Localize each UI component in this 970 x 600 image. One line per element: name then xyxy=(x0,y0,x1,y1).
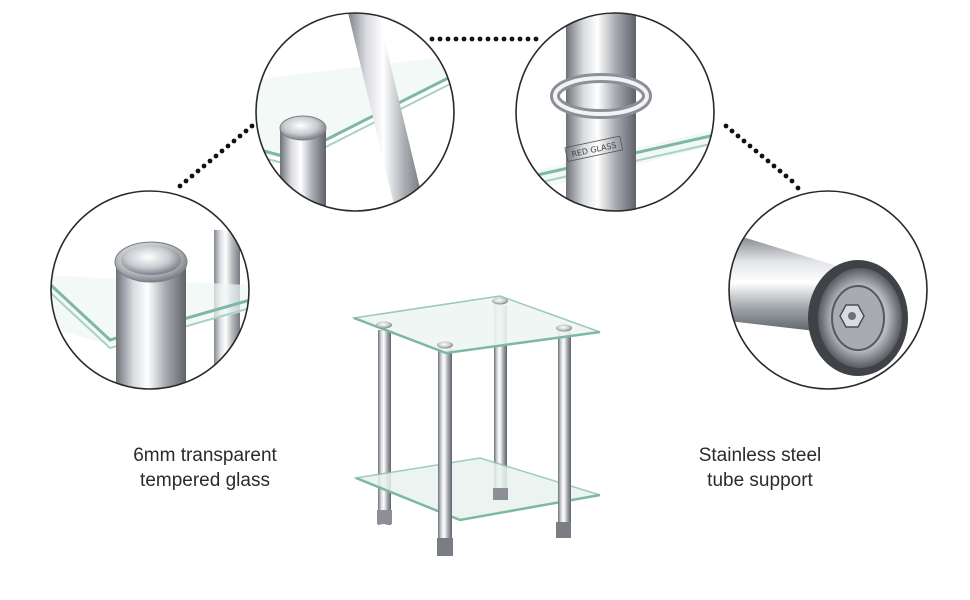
table-leg xyxy=(558,330,571,535)
steel-caption-line-1: Stainless steel xyxy=(698,445,822,466)
glass-caption-line-2: tempered glass xyxy=(140,470,270,491)
steel-caption: Stainless steel tube support xyxy=(660,443,860,493)
table-leg xyxy=(378,330,391,525)
glass-side-table xyxy=(351,295,601,556)
steel-caption-line-2: tube support xyxy=(707,470,813,491)
connector-left xyxy=(177,123,255,189)
detail-circle-glass-edge xyxy=(255,12,455,212)
detail-circle-collar: RED GLASS xyxy=(515,12,715,212)
glass-caption: 6mm transparent tempered glass xyxy=(105,443,305,493)
detail-circle-glass-cap xyxy=(50,190,250,390)
connector-right xyxy=(723,123,801,191)
glass-caption-line-1: 6mm transparent xyxy=(133,445,277,466)
connector-top xyxy=(429,36,539,42)
table-leg xyxy=(494,305,507,500)
connector-dots xyxy=(177,36,801,191)
detail-circle-foot xyxy=(728,190,928,390)
table-leg xyxy=(438,348,452,553)
